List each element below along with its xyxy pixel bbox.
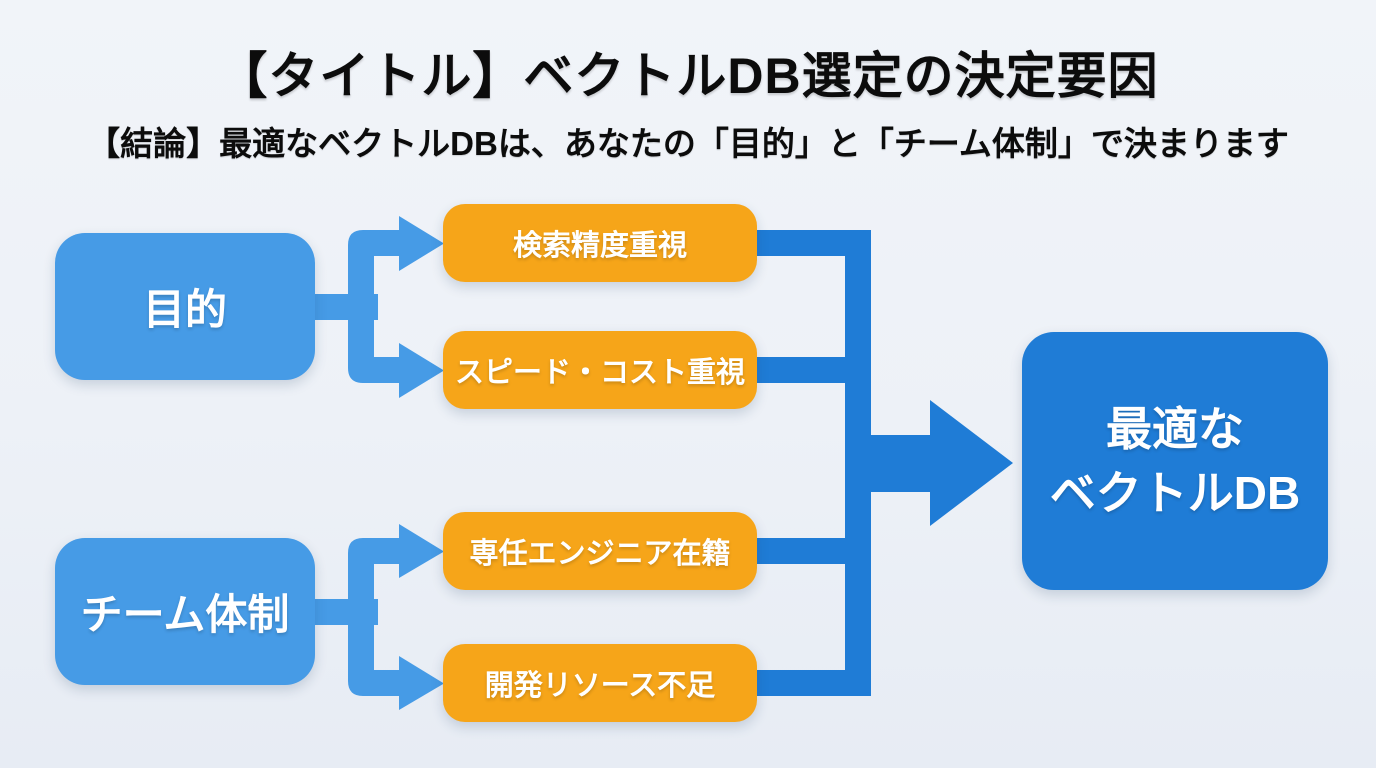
option-box-search-accuracy: 検索精度重視 <box>443 204 757 282</box>
team-branch-bracket <box>348 538 404 696</box>
purpose-branch-connector <box>310 216 444 398</box>
merge-connector <box>753 230 1013 696</box>
factor-box-purpose: 目的 <box>55 233 315 380</box>
factor-team-label: チーム体制 <box>80 591 290 638</box>
arrowhead-option-2-icon <box>399 343 444 398</box>
merge-arrow-shaft <box>869 435 933 492</box>
arrowhead-option-4-icon <box>399 656 444 710</box>
factor-purpose-label: 目的 <box>142 286 227 333</box>
option-label: 専任エンジニア在籍 <box>469 538 731 570</box>
option-label: スピード・コスト重視 <box>454 357 745 389</box>
result-box-optimal-vector-db: 最適な ベクトルDB <box>1022 332 1328 590</box>
page-title: 【タイトル】ベクトルDB選定の決定要因 <box>217 48 1159 104</box>
arrowhead-option-3-icon <box>399 524 444 578</box>
merge-arrowhead-icon <box>930 400 1013 526</box>
purpose-branch-bracket <box>348 230 404 383</box>
arrowhead-option-1-icon <box>399 216 444 271</box>
option-label: 開発リソース不足 <box>484 670 716 702</box>
option-box-resource-shortage: 開発リソース不足 <box>443 644 757 722</box>
collector-bar <box>845 230 871 696</box>
factor-box-team: チーム体制 <box>55 538 315 685</box>
option-label: 検索精度重視 <box>512 230 687 262</box>
option-box-speed-cost: スピード・コスト重視 <box>443 331 757 409</box>
result-label-line2: ベクトルDB <box>1049 467 1301 519</box>
option-box-dedicated-engineer: 専任エンジニア在籍 <box>443 512 757 590</box>
result-label-line1: 最適な <box>1106 402 1244 455</box>
team-branch-connector <box>310 524 444 710</box>
page-subtitle: 【結論】最適なベクトルDBは、あなたの「目的」と「チーム体制」で決まります <box>87 125 1289 162</box>
